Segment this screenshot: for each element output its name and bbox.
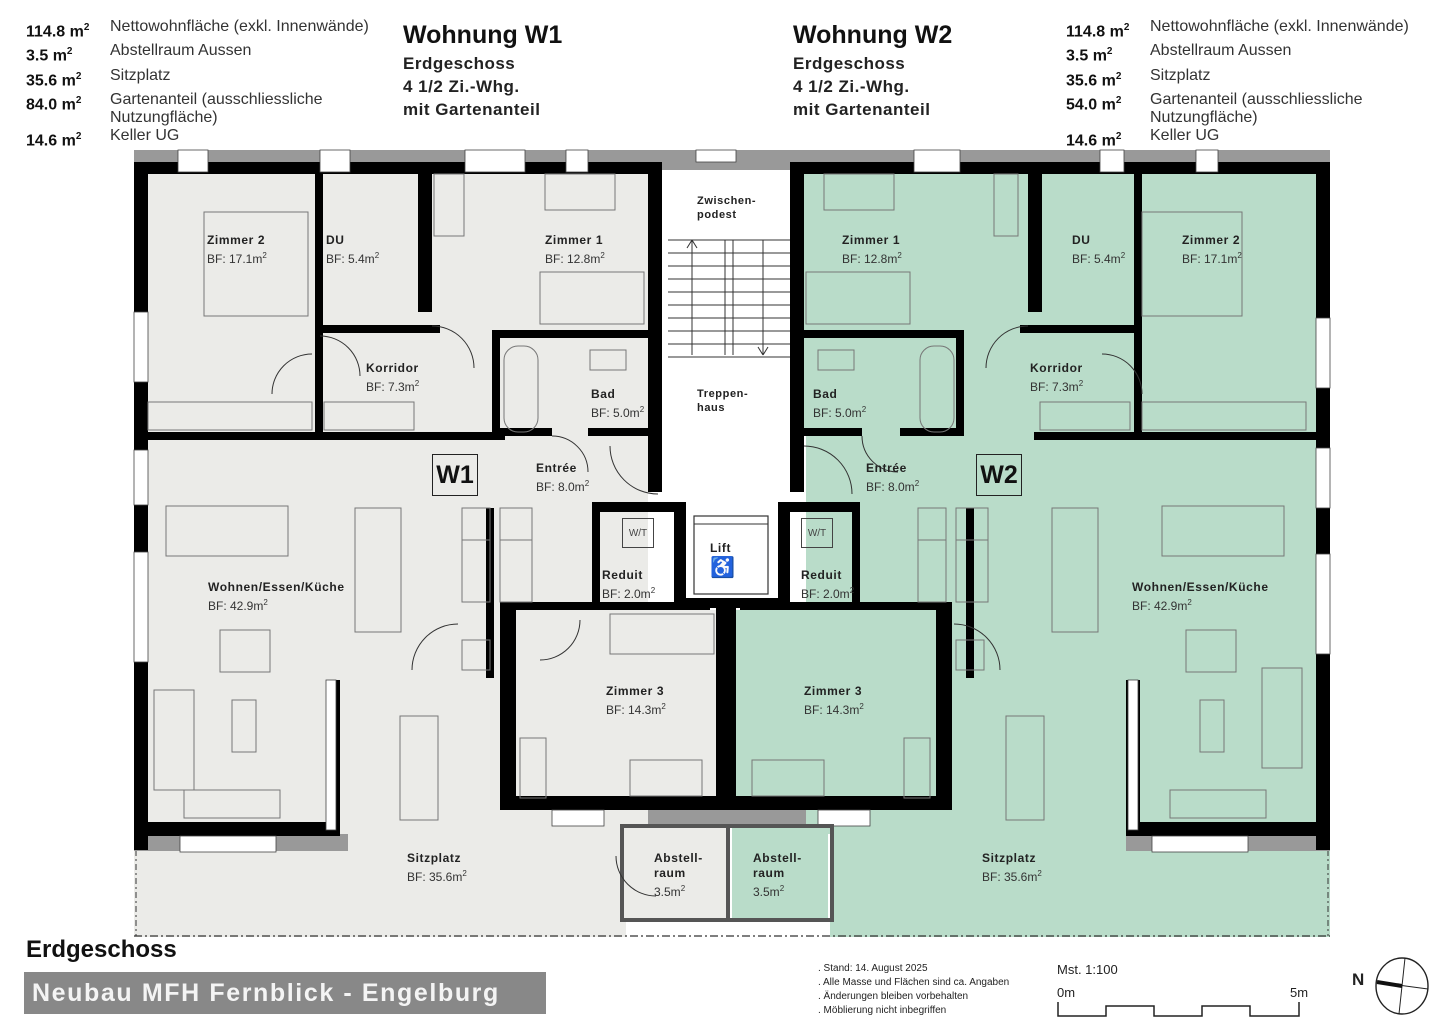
staircase xyxy=(668,239,790,358)
storage-rooms xyxy=(620,824,834,922)
plan-notes: . Stand: 14. August 2025 . Alle Masse un… xyxy=(818,963,1010,1016)
scale-bar xyxy=(1057,1002,1300,1017)
w2-type: 4 1/2 Zi.-Whg. xyxy=(793,77,910,96)
room-w1-reduit: Reduit BF: 2.0m2 xyxy=(602,568,656,601)
room-w1-zimmer1: Zimmer 1 BF: 12.8m2 xyxy=(545,233,605,266)
w1-floor-fill xyxy=(148,172,726,918)
room-w1-zimmer3: Zimmer 3 BF: 14.3m2 xyxy=(606,684,666,717)
windows xyxy=(133,149,1331,853)
label-zwischenpodest: Zwischen- podest xyxy=(697,195,757,221)
room-w1-abstellraum: Abstell- raum 3.5m2 xyxy=(654,851,703,899)
floor-title: Erdgeschoss xyxy=(26,936,177,963)
scale-start: 0m xyxy=(1057,985,1076,1000)
room-w2-zimmer2: Zimmer 2 BF: 17.1m2 xyxy=(1182,233,1242,266)
lift-shaft xyxy=(693,515,769,595)
room-w2-bad: Bad BF: 5.0m2 xyxy=(813,387,867,420)
room-w1-wohnen: Wohnen/Essen/Küche BF: 42.9m2 xyxy=(208,580,345,613)
w1-header: Wohnung W1 Erdgeschoss 4 1/2 Zi.-Whg. mi… xyxy=(403,18,562,121)
w1-floor: Erdgeschoss xyxy=(403,54,516,73)
label-treppenhaus: Treppen- haus xyxy=(697,388,749,414)
north-label: N xyxy=(1352,970,1365,989)
w1-extra: mit Gartenanteil xyxy=(403,100,541,119)
room-w2-wohnen: Wohnen/Essen/Küche BF: 42.9m2 xyxy=(1132,580,1269,613)
room-w1-du: DU BF: 5.4m2 xyxy=(326,233,380,266)
w2-header: Wohnung W2 Erdgeschoss 4 1/2 Zi.-Whg. mi… xyxy=(793,18,952,121)
w1-type: 4 1/2 Zi.-Whg. xyxy=(403,77,520,96)
w2-tag: W2 xyxy=(976,454,1022,496)
room-w1-bad: Bad BF: 5.0m2 xyxy=(591,387,645,420)
scale-label: Mst. 1:100 xyxy=(1057,962,1118,977)
project-title-bar: Neubau MFH Fernblick - Engelburg xyxy=(24,972,546,1014)
north-arrow-icon xyxy=(1375,957,1429,1015)
stairwell-fill xyxy=(662,172,802,502)
w1-tag: W1 xyxy=(432,454,478,496)
w1-washer-dryer: W/T xyxy=(622,518,654,548)
label-lift: Lift xyxy=(710,541,732,555)
scale-end: 5m xyxy=(1290,985,1309,1000)
room-w2-sitzplatz: Sitzplatz BF: 35.6m2 xyxy=(982,851,1042,884)
room-w1-sitzplatz: Sitzplatz BF: 35.6m2 xyxy=(407,851,467,884)
room-w2-abstellraum: Abstell- raum 3.5m2 xyxy=(753,851,802,899)
wheelchair-icon: ♿ xyxy=(710,557,735,579)
furniture xyxy=(147,173,1307,821)
w1-title: Wohnung W1 xyxy=(403,21,563,49)
w2-floor: Erdgeschoss xyxy=(793,54,906,73)
room-w2-zimmer1: Zimmer 1 BF: 12.8m2 xyxy=(842,233,902,266)
w2-floor-fill xyxy=(732,172,1316,918)
room-w2-zimmer3: Zimmer 3 BF: 14.3m2 xyxy=(804,684,864,717)
w2-title: Wohnung W2 xyxy=(793,21,953,49)
w2-extra: mit Gartenanteil xyxy=(793,100,931,119)
room-w1-zimmer2: Zimmer 2 BF: 17.1m2 xyxy=(207,233,267,266)
room-w1-entree: Entrée BF: 8.0m2 xyxy=(536,461,590,494)
room-w2-entree: Entrée BF: 8.0m2 xyxy=(866,461,920,494)
door-swings xyxy=(271,325,1143,897)
room-w2-reduit: Reduit BF: 2.0m2 xyxy=(801,568,855,601)
w2-washer-dryer: W/T xyxy=(801,518,833,548)
room-w2-korridor: Korridor BF: 7.3m2 xyxy=(1030,361,1084,394)
room-w1-korridor: Korridor BF: 7.3m2 xyxy=(366,361,420,394)
room-w2-du: DU BF: 5.4m2 xyxy=(1072,233,1126,266)
